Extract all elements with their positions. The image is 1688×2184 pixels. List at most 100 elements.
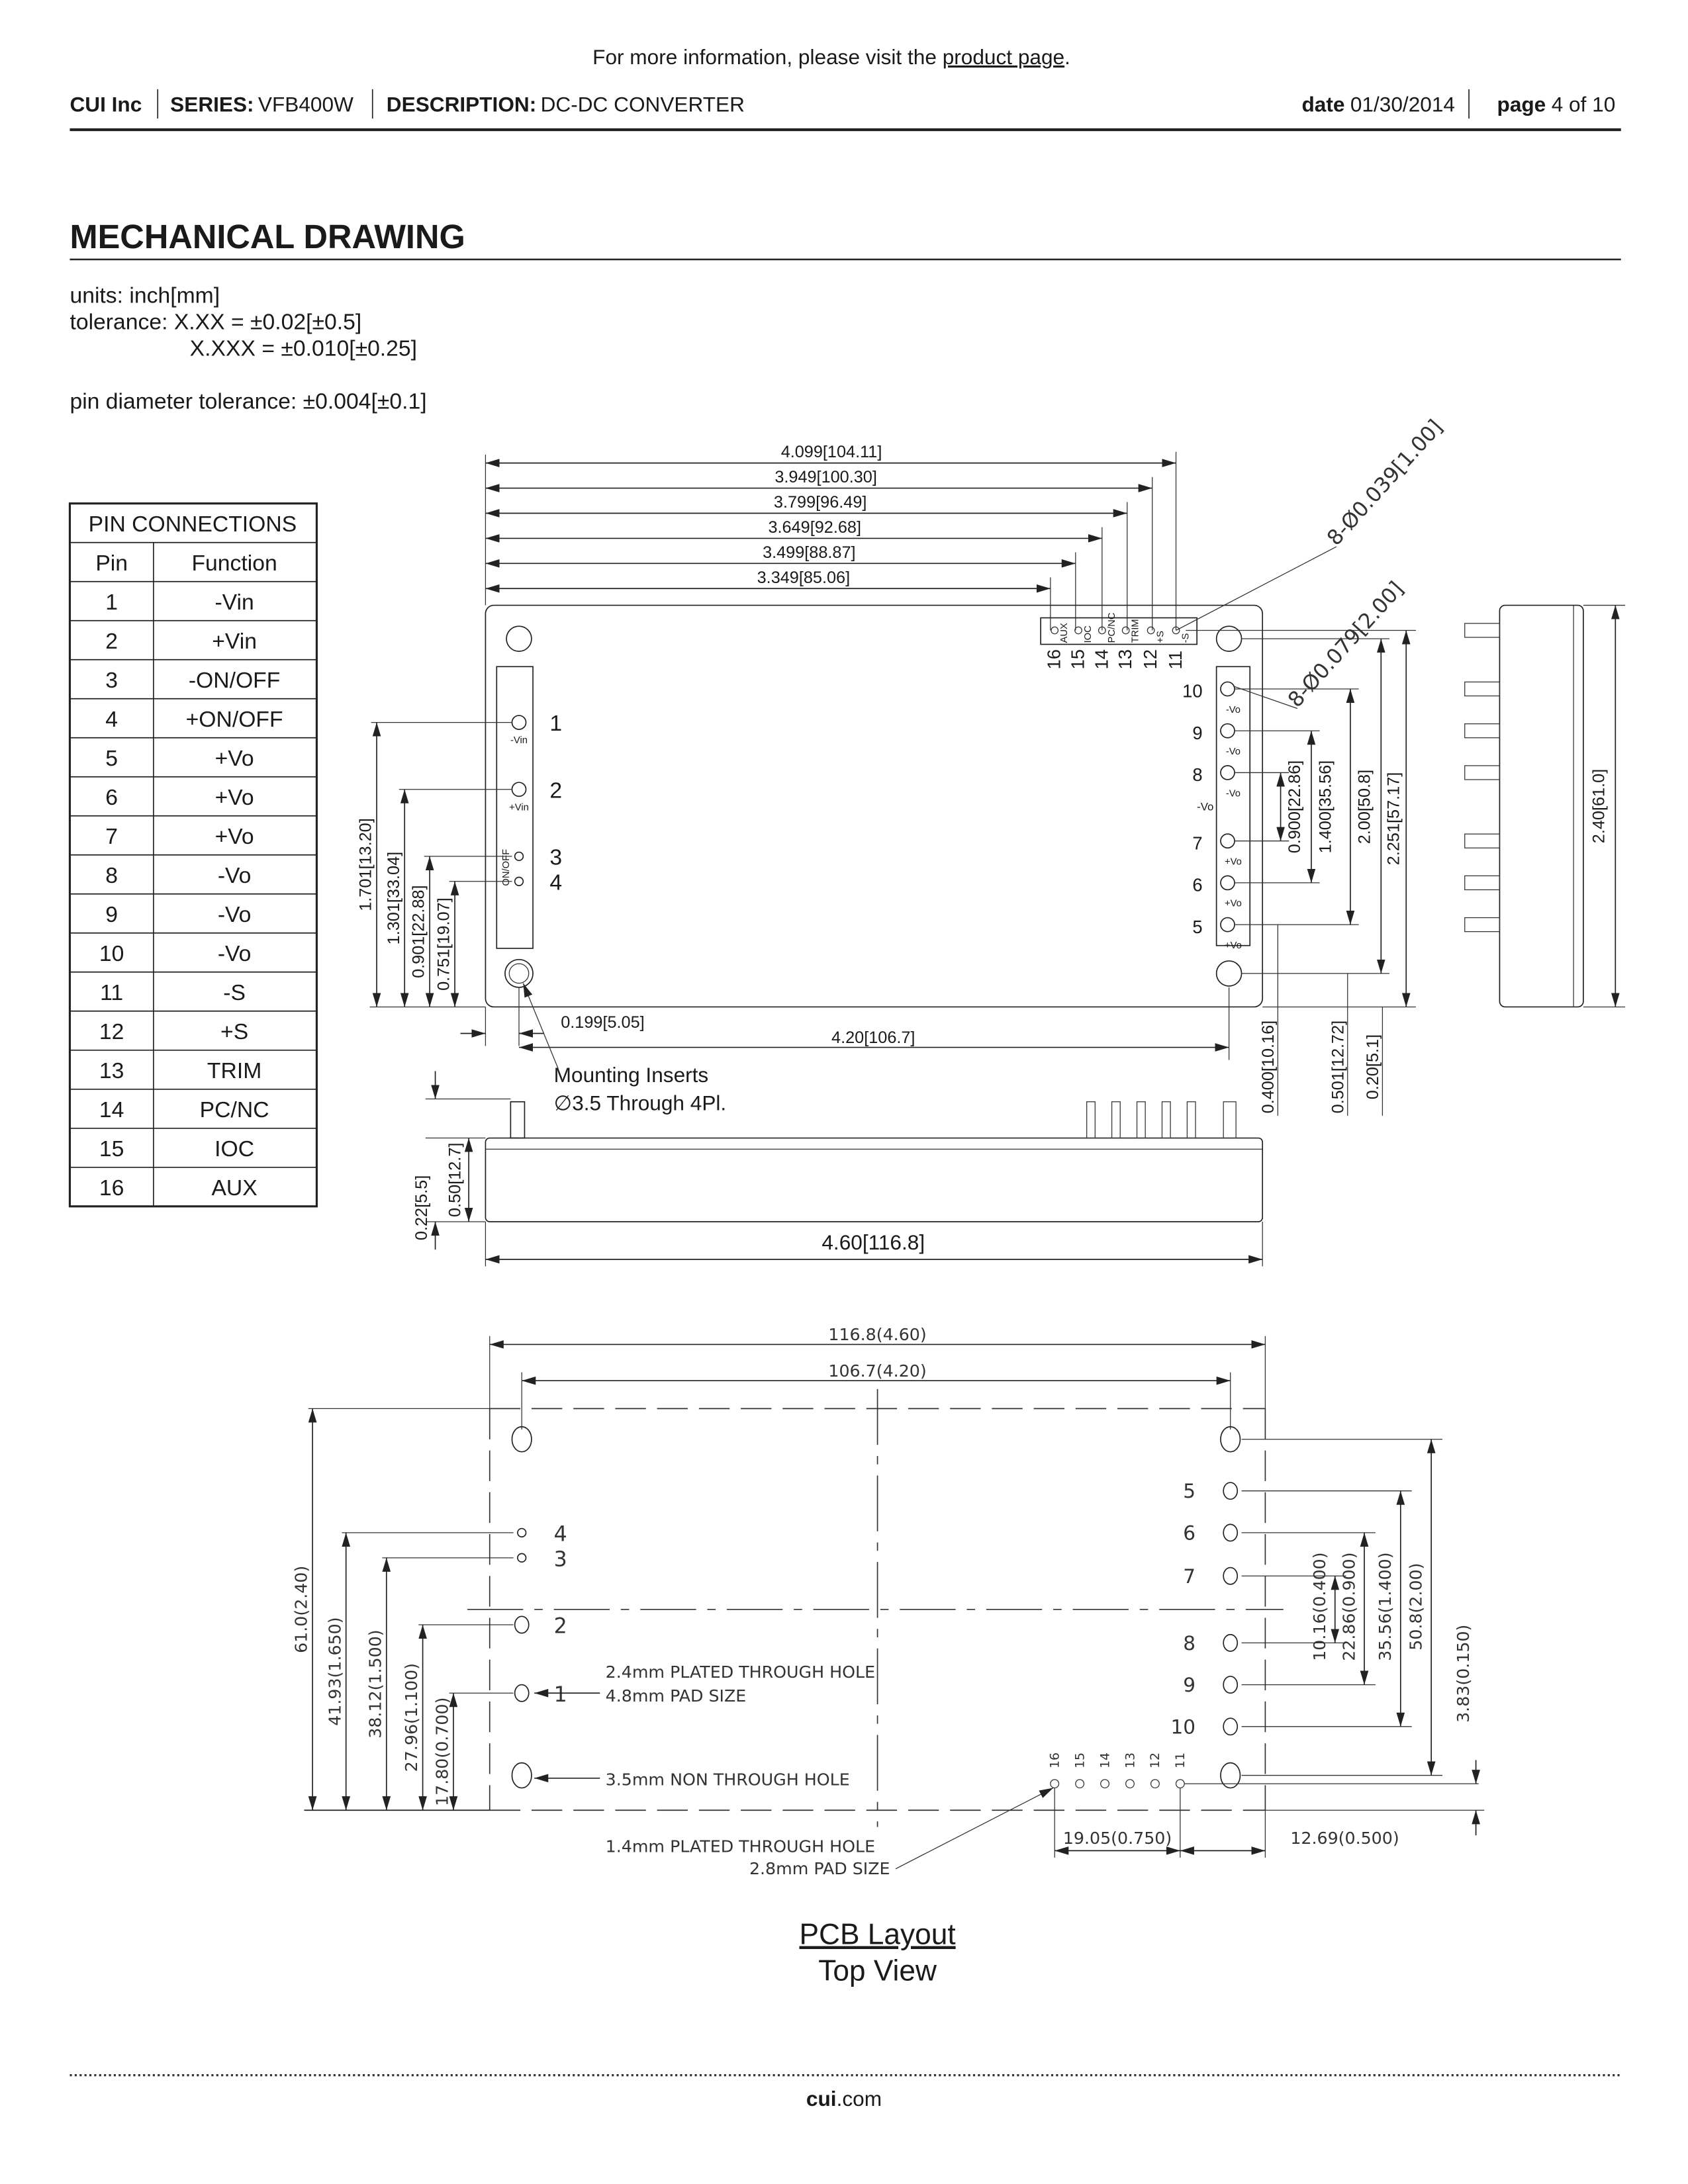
dimension-label: 0.900[22.86] [1286,760,1304,854]
side-pin [1464,917,1501,933]
page-header: CUI Inc SERIES:VFB400W DESCRIPTION:DC-DC… [70,89,1621,132]
pcb-pin-number: 9 [1183,1674,1196,1696]
product-page-note: For more information, please visit the p… [592,45,1070,69]
table-cell-function: PC/NC [200,1097,269,1122]
date-value: 01/30/2014 [1350,93,1455,116]
pin-tolerance-note: pin diameter tolerance: ±0.004[±0.1] [70,388,426,414]
module-side-view: 2.40[61.0] [1464,604,1626,1008]
table-cell-function: AUX [211,1175,257,1201]
table-title: PIN CONNECTIONS [89,512,297,537]
pin-number: 8 [1192,764,1202,785]
pcb-note-plated-hole: 2.4mm PLATED THROUGH HOLE [606,1662,875,1682]
dimension-label: 0.501[12.72] [1329,1021,1347,1114]
dimension-label: 0.400[10.16] [1259,1021,1278,1114]
pin-label: TRIM [1131,619,1141,643]
front-pin [1111,1101,1121,1139]
table-cell-pin: 11 [100,980,123,1005]
pcb-pin-number: 4 [554,1523,567,1547]
pcb-pin-hole [1125,1779,1135,1789]
dimension-label: 22.86(0.900) [1339,1552,1358,1661]
table-cell-function: IOC [214,1136,254,1161]
table-cell-function: -S [223,980,246,1005]
table-cell-function: -ON/OFF [189,668,281,693]
footer-website[interactable]: cui.com [806,2087,882,2111]
pin-number: 15 [1067,649,1088,669]
table-cell-pin: 9 [105,902,118,927]
table-cell-function: -Vo [218,941,252,966]
pcb-pin-number: 13 [1123,1752,1137,1768]
date-label: date [1301,93,1344,116]
dimension-label: 3.799[96.49] [774,493,867,512]
pcb-mounting-hole [511,1426,532,1453]
pin-number: 12 [1140,649,1160,669]
pin [1121,626,1130,635]
table-cell-function: +Vo [215,785,254,810]
description-value: DC-DC CONVERTER [541,93,745,116]
pcb-pin-hole [1223,1567,1239,1585]
pin-label: -Vo [1226,788,1241,799]
pin-label: PC/NC [1107,612,1117,643]
table-cell-pin: 7 [105,824,118,849]
pin-number: 7 [1192,833,1202,853]
pcb-pin-hole [1223,1482,1239,1500]
pin-label: +Vin [509,802,529,813]
pin [511,715,527,730]
pin-label: -Vo [1226,747,1241,757]
pin-label: AUX [1059,623,1070,643]
mounting-hole [1215,625,1243,652]
pcb-pin-hole [514,1684,530,1702]
front-pin [1136,1101,1146,1139]
svg-text:DESCRIPTION:DC-DC CONVERTER: DESCRIPTION:DC-DC CONVERTER [387,93,745,116]
dimension-label: 3.949[100.30] [774,468,877,486]
pin [514,876,524,886]
pin-label: -S [1180,633,1191,643]
pin-label: +S [1156,631,1166,643]
pin-number: 4 [549,870,562,895]
svg-text:SERIES:VFB400W: SERIES:VFB400W [170,93,353,116]
column-header-pin: Pin [95,551,128,576]
pcb-pin-number: 5 [1183,1480,1196,1502]
pin-number: 3 [549,845,562,870]
table-cell-function: +Vin [212,629,257,654]
series-value: VFB400W [258,93,353,116]
pin [1220,875,1235,891]
dimension-label: 61.0(2.40) [292,1566,311,1653]
pin-hole-callout-large: 8-Ø0.079[2.00] [1284,577,1409,712]
pin-label: +Vo [1225,899,1242,909]
dimension-label: 27.96(1.100) [402,1663,421,1772]
pcb-pin-hole [514,1615,530,1634]
pin-number: 14 [1091,649,1111,669]
product-page-link[interactable]: product page [943,45,1064,69]
pcb-pin-number: 3 [554,1547,567,1571]
dimension-label: 2.00[50.8] [1355,770,1374,844]
description-label: DESCRIPTION: [387,93,536,116]
side-pin [1464,833,1501,848]
dimension-label: 50.8(2.00) [1406,1563,1425,1650]
pin-hole-callout-small: 8-Ø0.039[1.00] [1323,416,1448,551]
front-pin [1161,1101,1171,1139]
pcb-dim-holes: 106.7(4.20) [828,1361,926,1381]
pcb-pin-hole [517,1527,527,1538]
pin [1051,626,1059,635]
dimension-label: 3.499[88.87] [763,543,856,562]
pcb-pin-number: 10 [1170,1715,1196,1738]
dimension-label: 17.80(0.700) [433,1698,452,1806]
side-pin [1464,623,1501,638]
pin-number: 1 [549,711,562,736]
pcb-caption: PCB Layout [800,1919,956,1951]
dimension-label: 2.251[57.17] [1385,772,1403,865]
table-cell-pin: 6 [105,785,118,810]
units-note: units: inch[mm] [70,283,220,308]
pcb-pin-number: 15 [1072,1752,1087,1768]
pcb-pin-hole [517,1553,527,1563]
pcb-pin-number: 8 [1183,1632,1196,1655]
pin [514,851,524,862]
pcb-pin-number: 12 [1148,1752,1162,1768]
table-cell-pin: 8 [105,863,118,888]
table-cell-pin: 16 [99,1175,124,1201]
dimension-label: 10.16(0.400) [1310,1552,1329,1661]
page-label: page [1497,93,1546,116]
